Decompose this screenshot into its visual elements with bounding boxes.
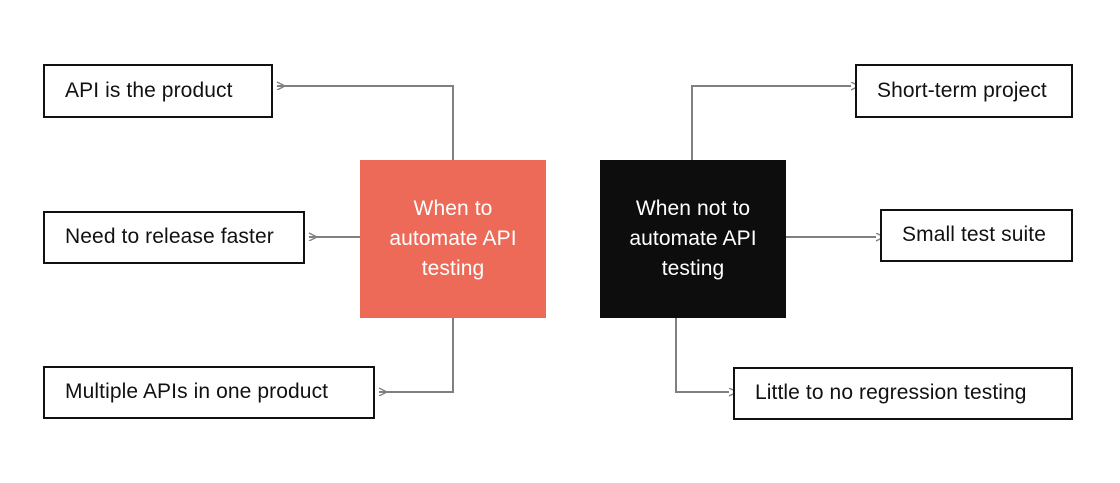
hub-label: When not to automate API testing — [614, 194, 772, 283]
hub-label-line-2: automate API — [629, 227, 757, 251]
node-label: Small test suite — [902, 223, 1046, 247]
hub-label-line-3: testing — [421, 256, 485, 280]
node-short-term-project[interactable]: Short-term project — [855, 64, 1073, 118]
node-label: Need to release faster — [65, 225, 274, 249]
hub-label-line-1: When to — [413, 197, 493, 221]
hub-label: When to automate API testing — [374, 194, 532, 283]
node-need-to-release-faster[interactable]: Need to release faster — [43, 211, 305, 264]
node-label: Multiple APIs in one product — [65, 380, 329, 404]
node-label: Short-term project — [877, 78, 1047, 102]
node-label: Little to no regression testing — [755, 381, 1027, 405]
node-label: API is the product — [65, 78, 233, 102]
node-api-is-the-product[interactable]: API is the product — [43, 64, 273, 118]
node-small-test-suite[interactable]: Small test suite — [880, 209, 1073, 262]
node-little-to-no-regression-testing[interactable]: Little to no regression testing — [733, 367, 1073, 420]
hub-when-not-to-automate-api-testing[interactable]: When not to automate API testing — [600, 160, 786, 318]
connector-hub-to-multiple-apis — [379, 318, 454, 392]
hub-label-line-3: testing — [661, 256, 725, 280]
hub-when-to-automate-api-testing[interactable]: When to automate API testing — [360, 160, 546, 318]
hub-label-line-1: When not to — [635, 197, 751, 221]
connector-hub-to-short-term — [691, 86, 851, 160]
node-multiple-apis-in-one-product[interactable]: Multiple APIs in one product — [43, 366, 375, 419]
connector-hub-to-little-regression — [675, 318, 729, 392]
hub-label-line-2: automate API — [389, 227, 517, 251]
connector-hub-to-api-product — [277, 86, 454, 160]
